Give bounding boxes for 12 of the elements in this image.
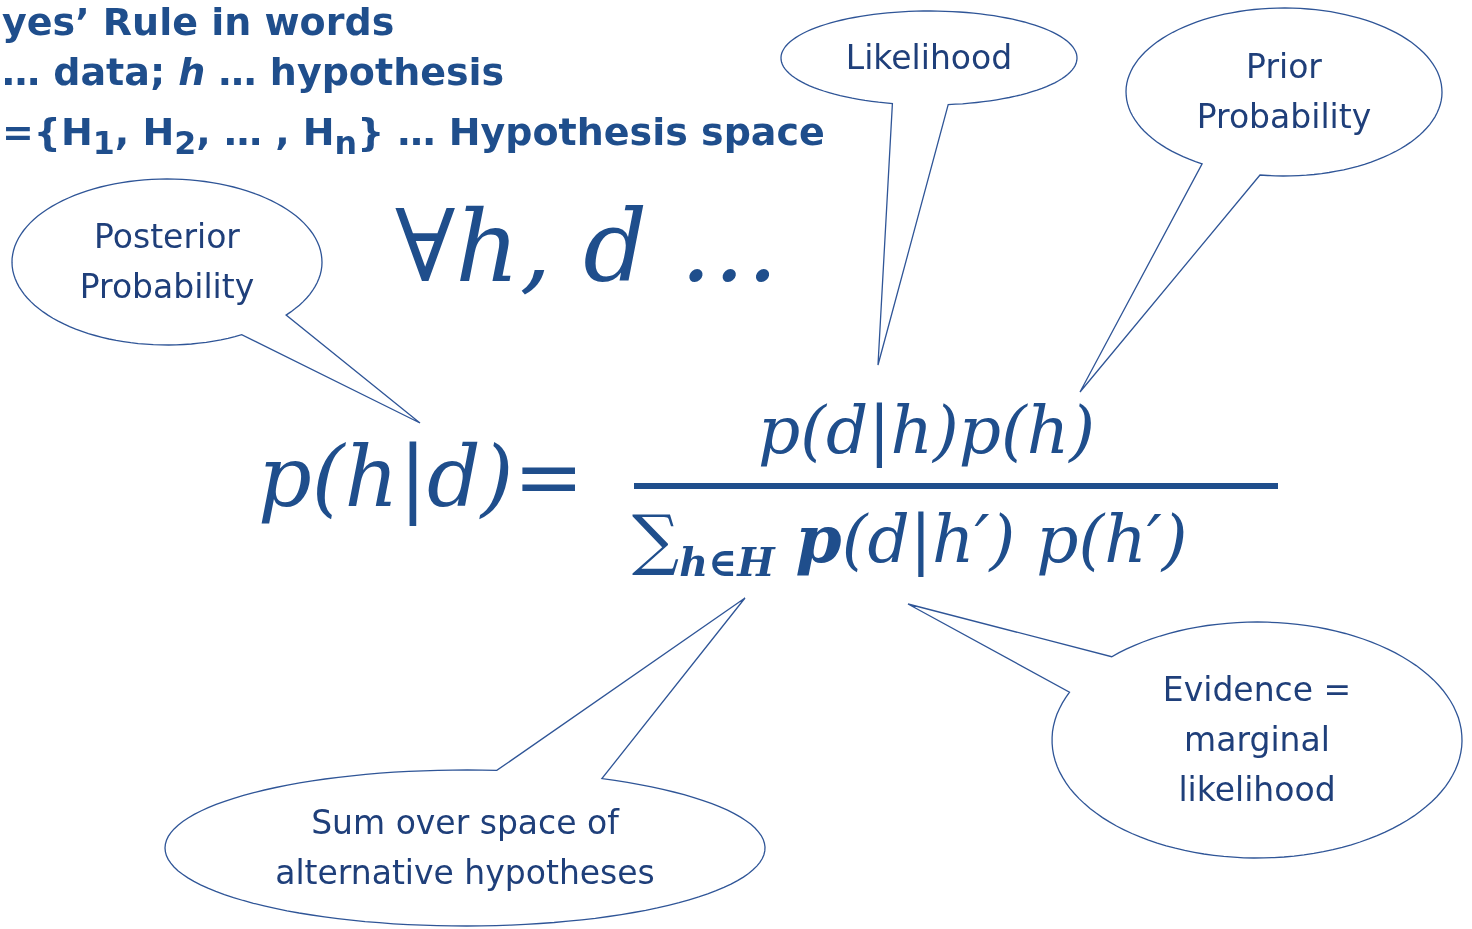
heading-text: yes’ Rule in words — [2, 0, 395, 44]
callout-text: Evidence = marginal likelihood — [1161, 669, 1353, 811]
callout-text: Posterior Probability — [78, 216, 256, 308]
callout-text: Prior Probability — [1195, 46, 1373, 138]
posterior-expression: p(h|d)= — [258, 428, 584, 526]
quantifier-expression: ∀h, d … — [395, 188, 780, 305]
denominator-expression: ∑$_{h∈H}$ p(d|h′) p(h′) — [632, 500, 1188, 586]
definition-text: … data; h … hypothesis — [2, 50, 505, 94]
callout-text: Likelihood — [844, 37, 1014, 79]
numerator-expression: p(d|h)p(h) — [758, 392, 1095, 469]
definition-text: ={H$_{1}$, H$_{2}$, … , H$_{n}$} … Hypothesis space — [2, 110, 825, 161]
callout-text: Sum over space of alternative hypotheses — [274, 802, 656, 894]
